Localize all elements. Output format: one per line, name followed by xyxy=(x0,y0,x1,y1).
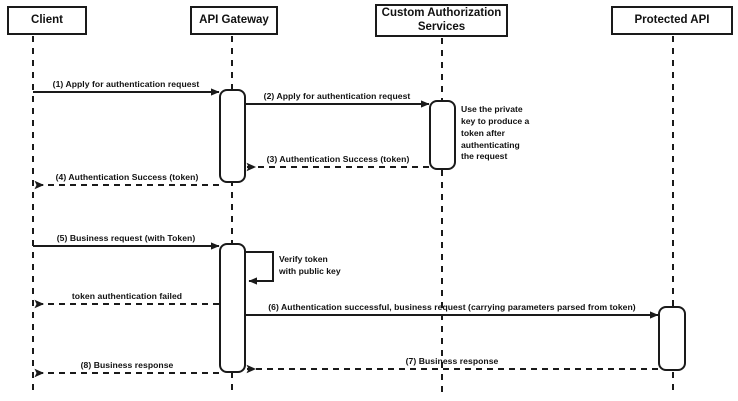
actor-label-custom-authorization-services: Custom Authorization Services xyxy=(381,7,502,33)
activation-api-gateway-1 xyxy=(219,89,246,183)
note-line-4: authenticating xyxy=(461,139,520,150)
self-message-line-1: Verify token xyxy=(279,254,328,264)
note-private-key-token: Use the private key to produce a token a… xyxy=(461,104,547,163)
self-message-arrow-verify-token xyxy=(245,251,274,285)
note-line-5: the request xyxy=(461,151,508,162)
note-line-3: token after xyxy=(461,127,505,138)
actor-label-api-gateway: API Gateway xyxy=(199,13,269,26)
actor-label-protected-api: Protected API xyxy=(634,13,710,26)
message-label-1: (1) Apply for authentication request xyxy=(52,79,200,89)
actor-label-client: Client xyxy=(31,13,63,26)
activation-custom-authorization-services-1 xyxy=(429,100,456,170)
actor-header-client[interactable]: Client xyxy=(7,6,87,35)
message-label-8: (8) Business response xyxy=(80,360,174,370)
message-label-3: (3) Authentication Success (token) xyxy=(266,154,410,164)
message-label-7: (7) Business response xyxy=(405,356,499,366)
actor-header-protected-api[interactable]: Protected API xyxy=(611,6,733,35)
self-message-line-2: with public key xyxy=(279,265,341,276)
activation-protected-api-1 xyxy=(658,306,686,371)
note-line-1: Use the private xyxy=(461,104,523,114)
message-label-4: (4) Authentication Success (token) xyxy=(55,172,199,182)
activation-api-gateway-2 xyxy=(219,243,246,373)
message-label-6: (6) Authentication successful, business … xyxy=(268,302,636,312)
message-label-token-authentication-failed: token authentication failed xyxy=(71,291,183,301)
actor-header-custom-authorization-services[interactable]: Custom Authorization Services xyxy=(375,4,508,37)
message-label-2: (2) Apply for authentication request xyxy=(263,91,411,101)
self-message-label-verify-token: Verify token with public key xyxy=(279,254,341,278)
note-line-2: key to produce a xyxy=(461,115,530,126)
actor-header-api-gateway[interactable]: API Gateway xyxy=(190,6,278,35)
message-label-5: (5) Business request (with Token) xyxy=(56,233,196,243)
